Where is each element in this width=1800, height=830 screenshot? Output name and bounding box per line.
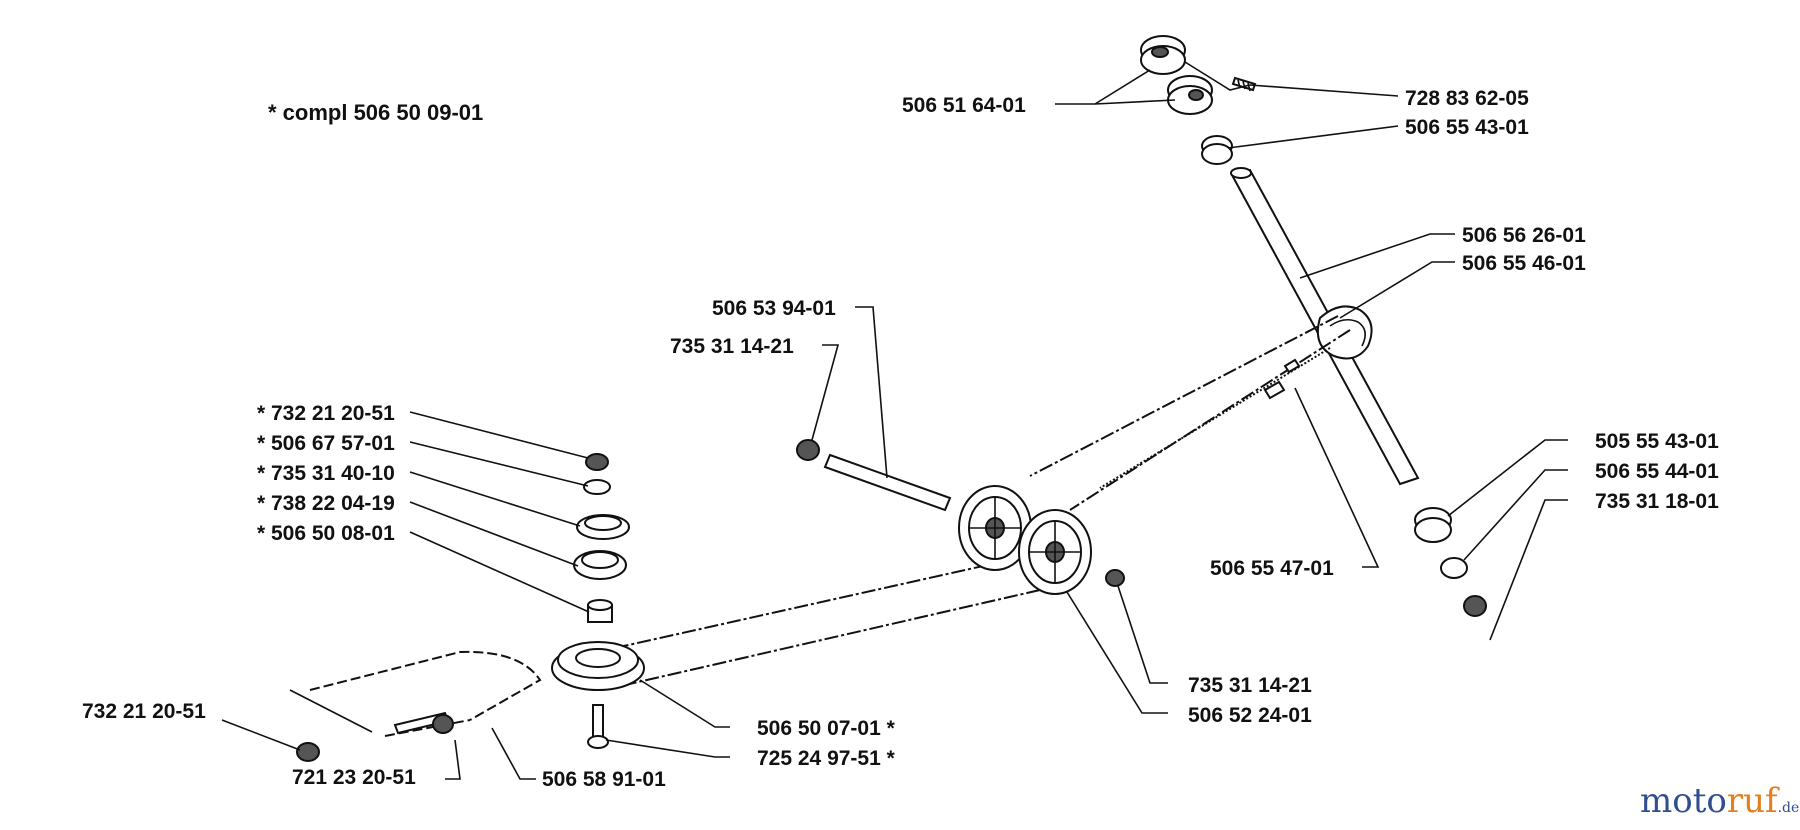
watermark-part-2: ruf [1727, 781, 1780, 821]
drawing [296, 35, 1487, 762]
right-bushing [1414, 507, 1452, 543]
label-506-51-64-01: 506 51 64-01 [902, 94, 1026, 117]
pulley-front [1018, 509, 1092, 595]
belt [614, 315, 1351, 686]
label-725-24-97-51: 725 24 97-51 * [757, 747, 896, 770]
right-nut [1463, 595, 1487, 617]
label-506-55-44-01: 506 55 44-01 [1595, 460, 1719, 483]
label-506-55-47-01: 506 55 47-01 [1210, 557, 1334, 580]
labels: * compl 506 50 09-01 728 83 62-05 506 51… [82, 87, 1719, 791]
label-735-31-40-10: * 735 31 40-10 [257, 462, 395, 485]
assembly-note: * compl 506 50 09-01 [268, 100, 483, 125]
label-505-55-43-01: 505 55 43-01 [1595, 430, 1719, 453]
label-732-21-20-51-star: * 732 21 20-51 [257, 402, 395, 425]
label-728-83-62-05: 728 83 62-05 [1405, 87, 1529, 110]
cables [309, 347, 1331, 737]
cable-nut-left [296, 742, 320, 762]
pulley-bolt [587, 704, 609, 749]
label-721-23-20-51: 721 23 20-51 [292, 766, 416, 789]
label-506-53-94-01: 506 53 94-01 [712, 297, 836, 320]
label-735-31-14-21-left: 735 31 14-21 [670, 335, 794, 358]
stack-sleeve [587, 599, 613, 623]
stack-seal [576, 514, 630, 540]
idler-shaft [796, 439, 952, 512]
main-pulley [551, 641, 645, 691]
label-506-58-91-01: 506 58 91-01 [542, 768, 666, 791]
label-506-67-57-01: * 506 67 57-01 [257, 432, 395, 455]
stack-nut [585, 453, 609, 471]
leader-lines [221, 61, 1568, 780]
top-nut-upper [1140, 35, 1186, 75]
label-506-55-43-01-top: 506 55 43-01 [1405, 116, 1529, 139]
watermark-logo: motoruf.de [1640, 781, 1799, 821]
watermark-part-3: .de [1778, 800, 1800, 816]
stack-washer [583, 479, 611, 495]
top-nut-lower [1167, 75, 1213, 115]
svg-text:motoruf.de: motoruf.de [1640, 781, 1799, 821]
label-506-55-46-01: 506 55 46-01 [1462, 252, 1586, 275]
set-screw [1231, 76, 1257, 92]
pulley-rear [958, 485, 1032, 571]
right-washer [1440, 557, 1468, 579]
pulley-nut [1105, 569, 1125, 587]
stack-bearing [573, 550, 627, 580]
label-506-56-26-01: 506 56 26-01 [1462, 224, 1586, 247]
top-bushing [1201, 135, 1233, 165]
watermark-part-1: moto [1640, 781, 1727, 821]
label-735-31-18-01: 735 31 18-01 [1595, 490, 1719, 513]
cable-adjuster [393, 711, 454, 735]
label-506-50-08-01: * 506 50 08-01 [257, 522, 395, 545]
label-738-22-04-19: * 738 22 04-19 [257, 492, 395, 515]
label-506-50-07-01: 506 50 07-01 * [757, 717, 896, 740]
label-506-52-24-01: 506 52 24-01 [1188, 704, 1312, 727]
label-735-31-14-21-right: 735 31 14-21 [1188, 674, 1312, 697]
label-732-21-20-51: 732 21 20-51 [82, 700, 206, 723]
